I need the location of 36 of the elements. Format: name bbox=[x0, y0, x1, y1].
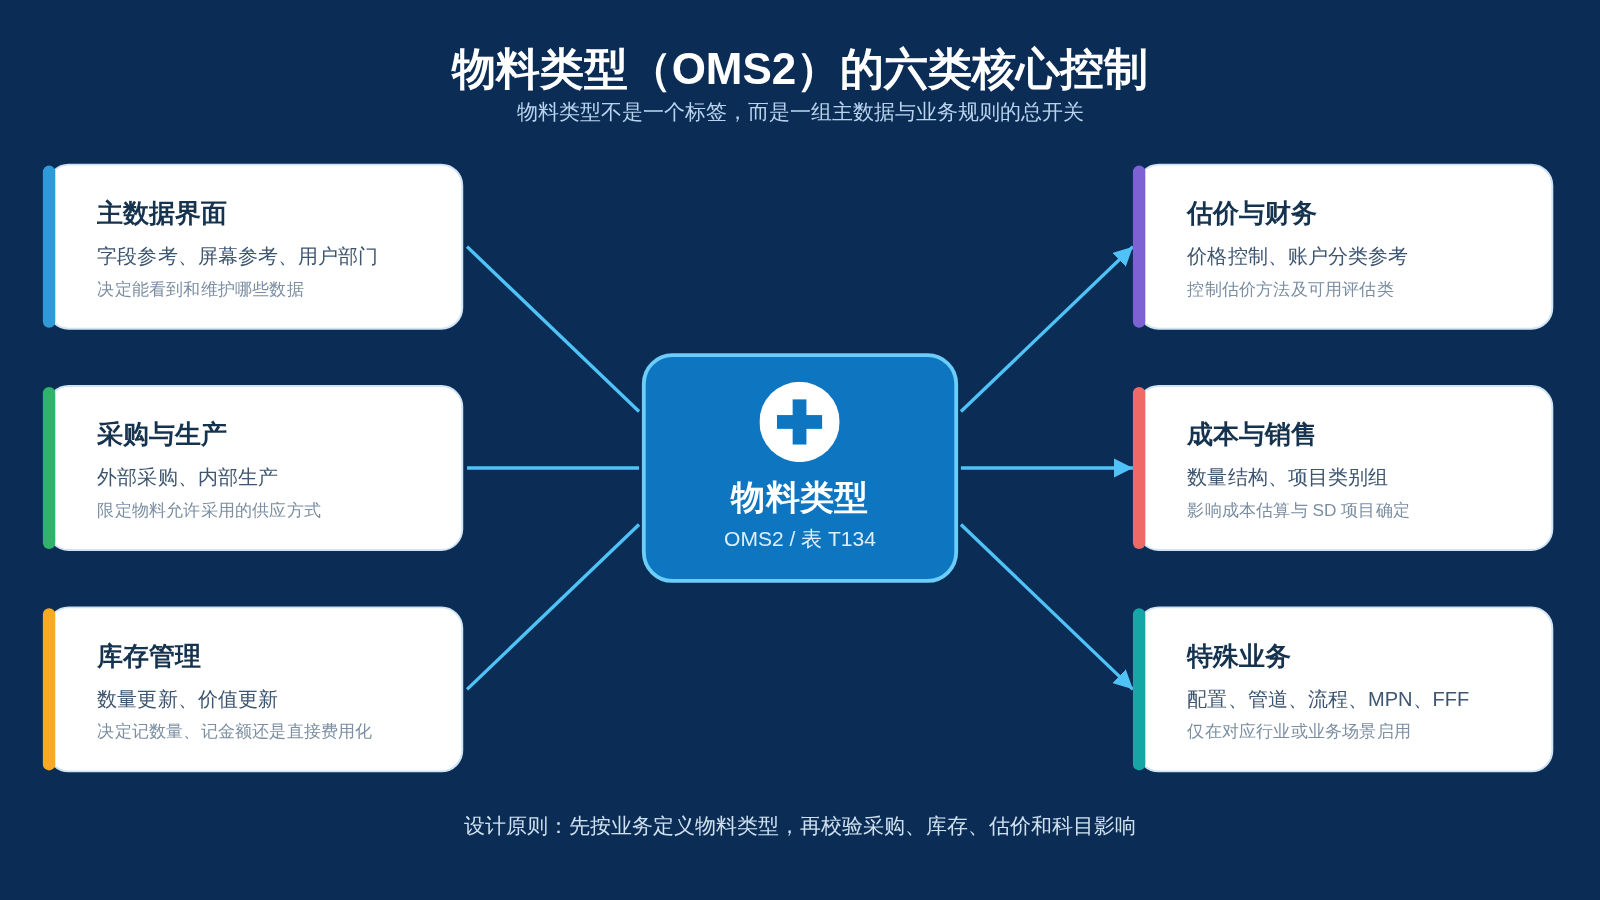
category-card bbox=[42, 385, 464, 551]
category-card bbox=[1132, 385, 1554, 551]
arrow bbox=[959, 245, 1135, 413]
card-note: 控制估价方法及可用评估类 bbox=[1187, 279, 1394, 299]
card-heading: 估价与财务 bbox=[1187, 199, 1317, 228]
arrow bbox=[960, 458, 1133, 478]
category-card bbox=[42, 606, 464, 773]
hub-box bbox=[641, 353, 959, 583]
card-detail: 字段参考、屏幕参考、用户部门 bbox=[97, 245, 379, 268]
category-card bbox=[42, 163, 464, 330]
card-detail: 数量结构、项目类别组 bbox=[1187, 466, 1388, 489]
hub-title: 物料类型 bbox=[731, 477, 869, 517]
card-note: 决定能看到和维护哪些数据 bbox=[97, 279, 304, 299]
connector-line bbox=[467, 466, 640, 470]
subtitle: 物料类型不是一个标签，而是一组主数据与业务规则的总开关 bbox=[516, 99, 1084, 125]
card-detail: 数量更新、价值更新 bbox=[97, 687, 278, 710]
card-heading: 采购与生产 bbox=[97, 420, 227, 450]
card-note: 仅在对应行业或业务场景启用 bbox=[1187, 722, 1411, 742]
hub-subtitle: OMS2 / 表 T134 bbox=[724, 526, 876, 551]
card-detail: 外部采购、内部生产 bbox=[97, 466, 278, 489]
category-card bbox=[1132, 163, 1554, 330]
footer-note: 设计原则：先按业务定义物料类型，再校验采购、库存、估价和科目影响 bbox=[464, 814, 1136, 837]
card-heading: 库存管理 bbox=[97, 641, 201, 671]
title: 物料类型（OMS2）的六类核心控制 bbox=[451, 44, 1149, 93]
card-detail: 配置、管道、流程、MPN、FFF bbox=[1187, 687, 1470, 710]
connector-line bbox=[465, 523, 641, 691]
card-heading: 主数据界面 bbox=[97, 199, 227, 228]
card-heading: 成本与销售 bbox=[1187, 420, 1317, 450]
card-heading: 特殊业务 bbox=[1187, 641, 1291, 671]
card-note: 限定物料允许采用的供应方式 bbox=[97, 500, 321, 520]
connector-line bbox=[465, 245, 641, 413]
card-note: 决定记数量、记金额还是直接费用化 bbox=[97, 722, 373, 742]
arrow bbox=[959, 523, 1135, 691]
category-card bbox=[1132, 606, 1554, 773]
card-detail: 价格控制、账户分类参考 bbox=[1187, 245, 1409, 268]
card-note: 影响成本估算与 SD 项目确定 bbox=[1187, 500, 1410, 520]
